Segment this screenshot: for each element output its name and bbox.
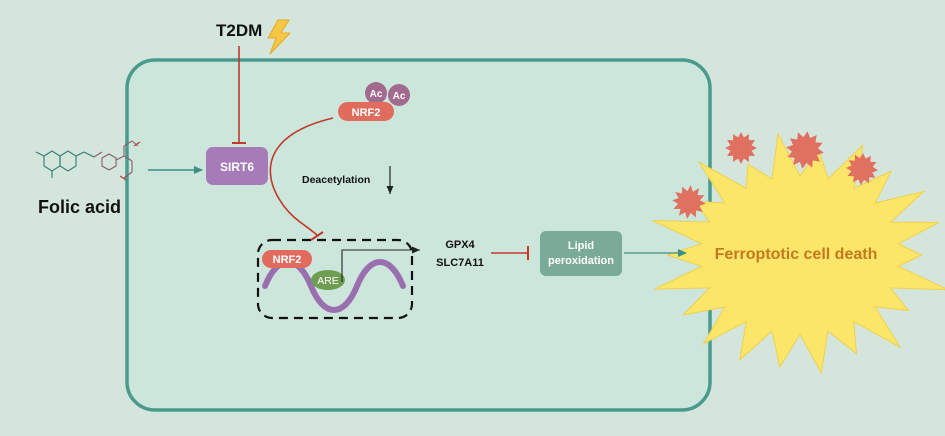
cell-membrane [125,58,712,412]
are-label: ARE [317,275,339,287]
ferroptotic-cell-death-label: Ferroptotic cell death [715,246,878,263]
nrf2-nuclear-pill [262,250,312,268]
folic-acid-structure-icon [35,140,141,181]
acetyl-label-1: Ac [370,89,383,100]
acetyl-label-2: Ac [393,91,406,102]
nrf2-acetylated-pill [338,102,394,121]
nrf2-nuclear-label: NRF2 [273,254,302,266]
deacetylation-label: Deacetylation [302,174,370,186]
lightning-bolt-icon [267,19,292,55]
nucleus-dashed-box [256,238,414,320]
nrf2-acetylated-label: NRF2 [352,107,381,119]
lipid-peroxidation-box [540,231,622,276]
ferroptotic-particle-icon [672,185,706,219]
t2dm-label: T2DM [216,21,262,40]
gpx4-label: GPX4 [445,239,475,251]
deacetylation-pathway-line [269,117,334,237]
lipid-label-line2: peroxidation [548,255,614,267]
transcription-arrow [341,246,420,282]
are-element [311,270,345,290]
deacetylation-pathway-bar [310,231,324,241]
folic-acid-label: Folic acid [38,197,121,217]
ferroptotic-particle-icon [786,131,824,169]
ferroptotic-particle-icon [846,153,878,185]
acetyl-group-circle-2 [388,84,410,106]
sirt6-box [206,147,268,185]
slc7a11-label: SLC7A11 [436,257,484,269]
sirt6-label: SIRT6 [220,160,254,174]
ferroptotic-particle-icon [725,132,757,164]
acetyl-group-circle-1 [365,82,387,104]
lipid-label-line1: Lipid [568,240,594,252]
